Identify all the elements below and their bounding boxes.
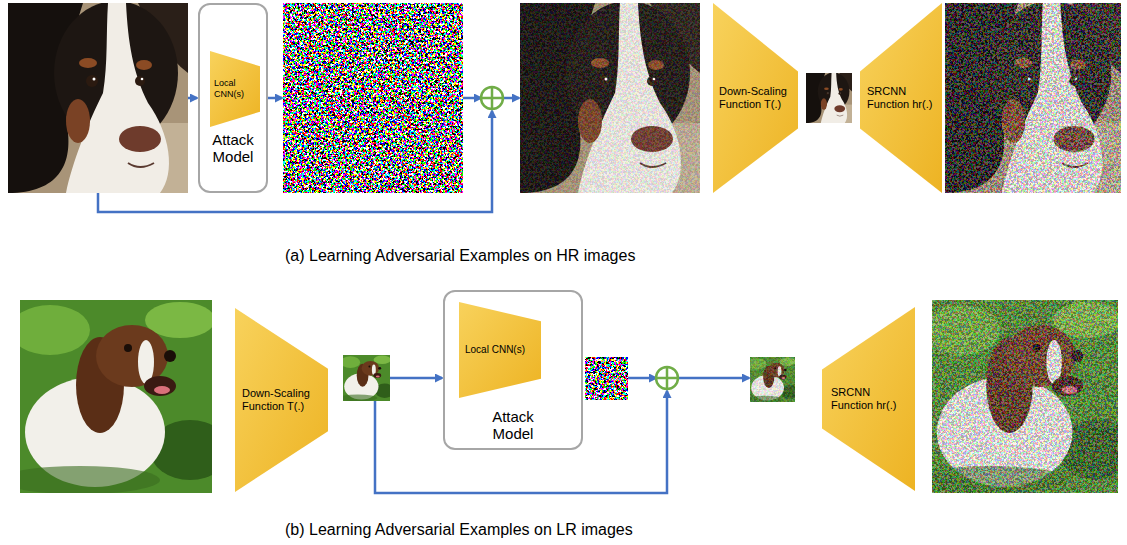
noise-overlay: [520, 3, 700, 193]
down-scaling-block: Down-Scaling Function T(.): [235, 308, 328, 492]
lr-dog-image: [338, 355, 394, 401]
attack-model-box: Attack Model Local CNN(s): [443, 290, 583, 450]
skip-arrow: [98, 111, 492, 212]
subfigure-caption: (b) Learning Adversarial Examples on LR …: [285, 520, 633, 539]
lr-dog-image: [806, 72, 852, 123]
local-cnn-block: Local CNN(s): [459, 302, 541, 398]
flow-arrow: [628, 377, 656, 380]
path-part: [656, 367, 678, 389]
hr-row-art: [8, 1, 1121, 212]
srcnn-block: SRCNN Function hr(.): [822, 307, 915, 491]
block-label: Local CNN(s): [214, 78, 258, 100]
circle-part: [481, 87, 503, 109]
circle-part: [656, 367, 678, 389]
block-label: SRCNN Function hr(.): [831, 386, 912, 412]
down-scaling-block: Down-Scaling Function T(.): [713, 3, 798, 193]
sr-dog-image: [945, 1, 1121, 193]
block-label: Down-Scaling Function T(.): [242, 387, 325, 413]
path-part: [481, 87, 503, 109]
block-label: SRCNN Function hr(.): [867, 85, 939, 111]
srcnn-block: SRCNN Function hr(.): [860, 3, 942, 193]
trapezoid-fill: [860, 3, 942, 193]
flow-arrow: [188, 97, 197, 100]
trapezoid-fill: [235, 308, 328, 492]
adversarial-dog-image: [520, 1, 700, 193]
perturbation-noise: [283, 3, 463, 193]
hr-dog-image: [8, 1, 188, 193]
block-label: Local CNN(s): [465, 344, 538, 356]
adversarial-lr-dog: [745, 357, 799, 402]
local-cnn-block: Local CNN(s): [210, 51, 260, 127]
trapezoid-fill: [210, 51, 260, 127]
flow-arrow: [268, 97, 282, 100]
trapezoid-fill: [713, 3, 798, 193]
sr-dog-image: [913, 300, 1127, 494]
block-label: Down-Scaling Function T(.): [719, 85, 795, 111]
flow-arrow: [390, 377, 442, 380]
flow-arrow: [503, 97, 519, 100]
trapezoid-fill: [459, 302, 541, 398]
perturbation-noise: [585, 357, 628, 400]
artifact-overlay: [945, 3, 1121, 193]
box-title: Attack Model: [202, 131, 264, 166]
attack-model-box: Attack Model Local CNN(s): [198, 3, 268, 193]
artifact-overlay: [932, 300, 1118, 493]
flow-arrow: [463, 97, 481, 100]
noise-overlay: [750, 357, 795, 402]
box-title: Attack Model: [482, 408, 544, 443]
sum-symbol: [481, 87, 503, 109]
hr-dog-image: [0, 300, 230, 494]
sum-symbol: [656, 367, 678, 389]
subfigure-caption: (a) Learning Adversarial Examples on HR …: [285, 246, 635, 265]
trapezoid-fill: [822, 307, 915, 491]
flow-arrow: [678, 377, 749, 380]
